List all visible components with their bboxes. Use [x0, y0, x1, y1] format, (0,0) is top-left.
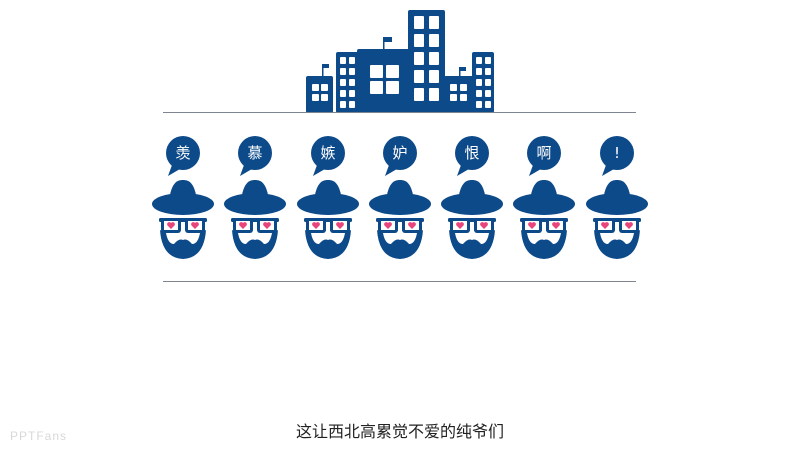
heart-eye-icon: [480, 222, 488, 229]
heart-eye-icon: [191, 222, 199, 229]
speech-bubble-icon: [166, 136, 200, 170]
speech-bubble-icon: [311, 136, 345, 170]
hipster-face-icon: [369, 136, 431, 259]
heart-eye-icon: [552, 222, 560, 229]
speech-bubble-icon: [455, 136, 489, 170]
hipster-character: 羡: [150, 132, 216, 262]
hipster-face-icon: [513, 136, 575, 259]
hipster-face-icon: [224, 136, 286, 259]
bubble-word: !: [613, 144, 620, 162]
heart-eye-icon: [408, 222, 416, 229]
heart-eye-icon: [456, 222, 464, 229]
heart-eye-icon: [625, 222, 633, 229]
bubble-word: 恨: [464, 144, 480, 162]
speech-bubble-icon: [600, 136, 634, 170]
bubble-word: 啊: [536, 144, 552, 162]
bubble-word: 嫉: [320, 144, 336, 162]
heart-eye-icon: [601, 222, 609, 229]
hipster-face-icon: [441, 136, 503, 259]
speech-bubble-icon: [383, 136, 417, 170]
hipster-face-icon: [297, 136, 359, 259]
hipster-character: 啊: [511, 132, 577, 262]
heart-eye-icon: [336, 222, 344, 229]
bottom-divider: [163, 281, 636, 282]
bubble-word: 慕: [247, 144, 263, 162]
hipster-character: 嫉: [295, 132, 361, 262]
city-buildings-icon: [306, 10, 494, 113]
heart-eye-icon: [263, 222, 271, 229]
heart-eye-icon: [167, 222, 175, 229]
hipster-character: !: [584, 132, 650, 262]
hipster-character: 恨: [439, 132, 505, 262]
hipster-face-icon: [586, 136, 648, 259]
heart-eye-icon: [312, 222, 320, 229]
watermark-logo: PPTFans: [10, 429, 68, 443]
bubble-word: 妒: [392, 144, 408, 162]
speech-bubble-icon: [238, 136, 272, 170]
speech-bubble-icon: [527, 136, 561, 170]
bubble-word: 羡: [175, 144, 191, 162]
heart-eye-icon: [239, 222, 247, 229]
top-divider: [163, 112, 636, 113]
hipster-character: 慕: [222, 132, 288, 262]
hipster-face-icon: [152, 136, 214, 259]
subtitle: 这让西北高累觉不爱的纯爷们: [295, 422, 504, 441]
hipster-character: 妒: [367, 132, 433, 262]
heart-eye-icon: [528, 222, 536, 229]
heart-eye-icon: [384, 222, 392, 229]
